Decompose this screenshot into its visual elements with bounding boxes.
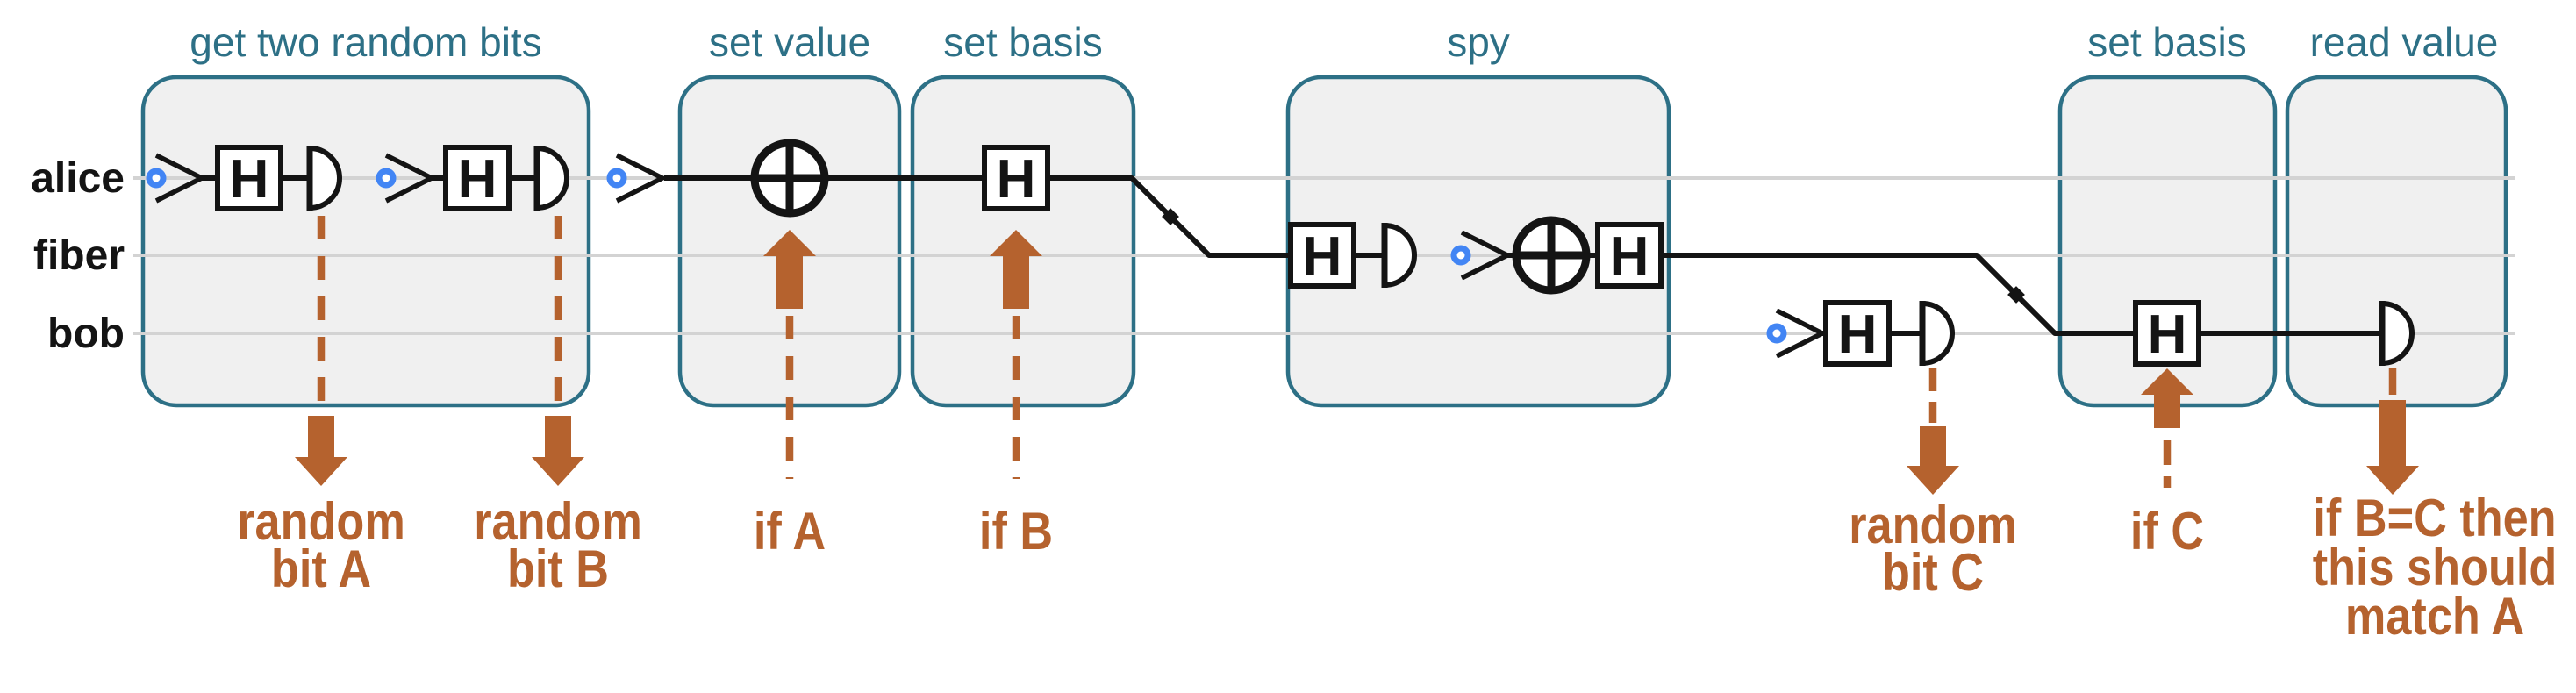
hadamard-gates: H H H H H H H <box>215 145 2201 367</box>
hadamard-gate-label: H <box>1838 304 1878 365</box>
annotation-match-note: match A <box>2345 586 2524 645</box>
annotation-text: if A <box>754 501 826 560</box>
section-boxes: get two random bits set value set basis … <box>140 19 2508 408</box>
hadamard-gate-label: H <box>2148 304 2187 365</box>
hadamard-gate-icon: H <box>215 145 283 211</box>
annotation-text: match A <box>2345 586 2524 645</box>
detectors <box>306 145 2415 367</box>
section-title-set-value: set value <box>709 19 870 65</box>
section-title-spy: spy <box>1447 19 1510 65</box>
hadamard-gate-label: H <box>997 149 1036 210</box>
xor-gate-icon <box>750 139 829 218</box>
annotation-match-note: if B=C then <box>2313 488 2556 547</box>
annotation-text: random <box>237 491 405 550</box>
up-arrow-icon <box>763 230 816 309</box>
qubit-source-icon <box>1450 230 1513 281</box>
annotation-random-bit-a: bit A <box>271 539 371 597</box>
hadamard-gate-label: H <box>1303 226 1342 287</box>
annotation-text: this should <box>2313 537 2558 596</box>
section-title-get-two-random-bits: get two random bits <box>190 19 541 65</box>
annotation-text: random <box>474 491 642 550</box>
annotation-random-bit-b: bit B <box>507 539 609 597</box>
hadamard-gate-icon: H <box>1288 222 1356 289</box>
hadamard-gate-icon: H <box>2133 300 2201 367</box>
hadamard-gate-label: H <box>1610 226 1649 287</box>
qubit-source-icon <box>376 153 438 204</box>
down-arrow-icon <box>295 416 347 486</box>
detector-icon <box>1919 300 1955 367</box>
detector-icon <box>1381 222 1417 289</box>
annotation-text: bit C <box>1882 542 1984 601</box>
annotation-text: bit B <box>507 539 609 597</box>
annotations: random bit A random bit B if A if B rand… <box>237 216 2557 646</box>
up-arrow-icon <box>2141 368 2193 428</box>
section-box-get-two-random-bits <box>140 75 591 408</box>
up-arrow-icon <box>990 230 1042 309</box>
xor-gate-icon <box>1512 216 1591 295</box>
annotation-random-bit-c: random <box>1849 495 2017 554</box>
down-arrow-icon <box>2366 400 2419 495</box>
wire-label-fiber: fiber <box>33 232 125 279</box>
annotation-text: if C <box>2130 501 2204 560</box>
section-title-read-value: read value <box>2310 19 2499 65</box>
down-arrow-icon <box>532 416 584 486</box>
annotation-match-note: this should <box>2313 537 2558 596</box>
qubit-source-icon <box>1766 308 1828 359</box>
annotation-if-b: if B <box>979 501 1053 560</box>
annotation-text: if B=C then <box>2313 488 2556 547</box>
detector-icon <box>306 145 342 211</box>
hadamard-gate-label: H <box>458 149 497 210</box>
wire-label-bob: bob <box>47 311 125 357</box>
hadamard-gate-icon: H <box>982 145 1050 211</box>
wire-direction-tick <box>1162 208 1179 225</box>
wire-labels: alice fiber bob <box>31 155 125 357</box>
down-arrow-icon <box>1907 426 1959 495</box>
hadamard-gate-icon: H <box>1823 300 1892 367</box>
annotation-random-bit-a: random <box>237 491 405 550</box>
annotation-text: bit A <box>271 539 371 597</box>
detector-icon <box>2379 300 2415 367</box>
annotation-text: if B <box>979 501 1053 560</box>
xor-gates <box>750 139 1591 295</box>
qubit-sources <box>146 153 1828 359</box>
annotation-if-a: if A <box>754 501 826 560</box>
hadamard-gate-icon: H <box>443 145 512 211</box>
hadamard-gate-label: H <box>230 149 269 210</box>
qubit-source-icon <box>146 153 208 204</box>
wire-label-alice: alice <box>31 155 125 202</box>
hadamard-gate-icon: H <box>1595 222 1664 289</box>
annotation-random-bit-b: random <box>474 491 642 550</box>
section-title-set-basis-bob: set basis <box>2087 19 2247 65</box>
section-title-set-basis-alice: set basis <box>943 19 1103 65</box>
annotation-random-bit-c: bit C <box>1882 542 1984 601</box>
detector-icon <box>533 145 569 211</box>
annotation-if-c: if C <box>2130 501 2204 560</box>
qubit-source-icon <box>606 153 669 204</box>
wire-direction-tick <box>2007 286 2025 304</box>
annotation-text: random <box>1849 495 2017 554</box>
